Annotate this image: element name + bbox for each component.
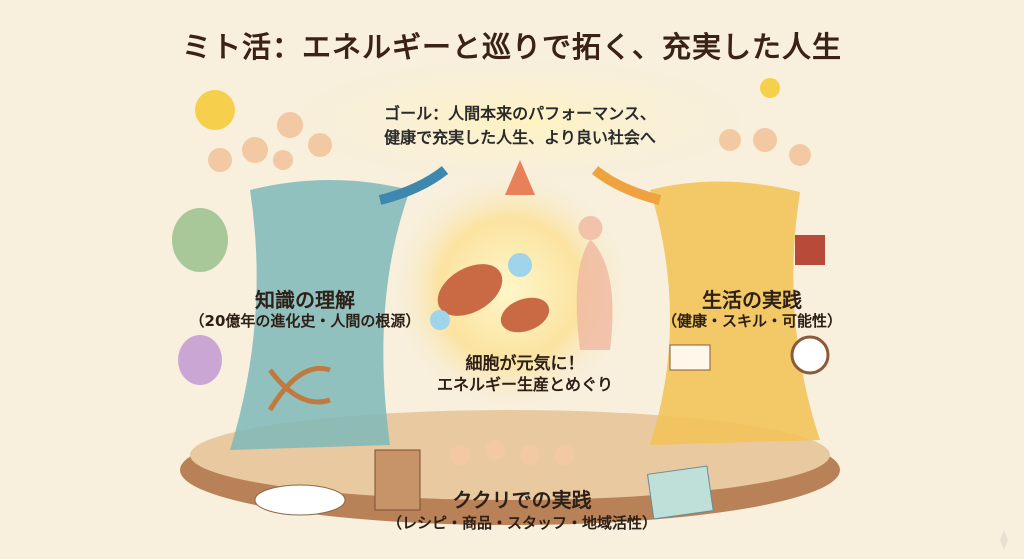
- goal-line-1: ゴール：人間本来のパフォーマンス、: [384, 104, 656, 123]
- practice-pillar: [650, 181, 820, 445]
- sun-icon: [195, 90, 235, 130]
- mitochondria-icon: [500, 297, 550, 333]
- clock-icon: [790, 335, 830, 375]
- knowledge-pillar: [230, 180, 410, 450]
- goal-line-2: 健康で充実した人生、より良い社会へ: [384, 128, 656, 147]
- community-illustration: [719, 128, 811, 166]
- bubble-icon: [430, 310, 450, 330]
- cell-icon: [172, 208, 228, 272]
- center-line-2: エネルギー生産とめぐり: [436, 375, 614, 394]
- family-illustration: [208, 112, 332, 172]
- sun-icon: [760, 78, 780, 98]
- cell-icon: [178, 335, 222, 385]
- goal-glow: [260, 50, 780, 190]
- arrow-icon: [378, 166, 449, 205]
- arrow-up-icon: [505, 160, 535, 195]
- food-plate-icon: [254, 484, 346, 516]
- arrow-icon: [591, 166, 662, 205]
- sparkle-icon: [1000, 530, 1008, 550]
- staff-illustration: [450, 440, 575, 465]
- mitochondria-icon: [437, 264, 503, 316]
- knowledge-label: 知識の理解: [255, 288, 355, 312]
- shelf-icon: [374, 449, 421, 511]
- page-title: ミト活：エネルギーと巡りで拓く、充実した人生: [181, 30, 843, 64]
- dna-icon: [267, 365, 331, 412]
- practice-sub: （健康・スキル・可能性）: [661, 312, 843, 330]
- base-sub: （レシピ・商品・スタッフ・地域活性）: [386, 514, 658, 532]
- cell-energy-glow: [390, 170, 630, 410]
- map-icon: [646, 465, 714, 520]
- center-line-1: 細胞が元気に！: [465, 354, 585, 374]
- knowledge-sub: （20億年の進化史・人間の根源）: [189, 312, 421, 330]
- practice-label: 生活の実践: [702, 288, 802, 312]
- base-label: ククリでの実践: [452, 488, 592, 512]
- human-body-icon: [576, 216, 613, 350]
- open-book-icon: [669, 344, 711, 371]
- bubble-icon: [508, 253, 532, 277]
- books-icon: [795, 235, 825, 265]
